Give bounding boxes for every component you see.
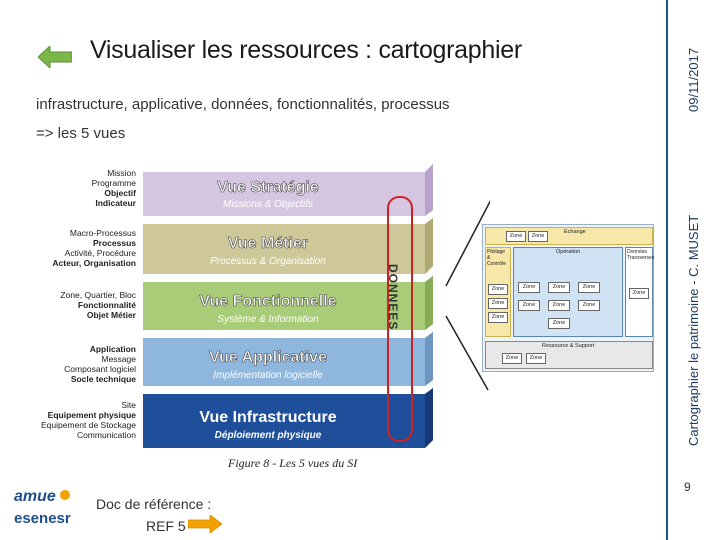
map-pilotage-column: Pilotage & Contrôle Zone Zone Zone — [485, 247, 511, 337]
label: Activité, Procédure — [64, 248, 136, 258]
label: Socle technique — [70, 374, 136, 384]
map-zone: Zone — [502, 353, 522, 364]
arrow-right-icon[interactable] — [188, 515, 222, 533]
views-stack — [143, 164, 433, 448]
map-label: Echange — [564, 229, 586, 235]
label: Communication — [76, 430, 136, 440]
slide-title: Visualiser les ressources : cartographie… — [90, 36, 522, 64]
map-echange-band: Echange Zone Zone — [485, 227, 653, 245]
layer-title: Vue Métier — [227, 235, 309, 253]
label: Mission — [107, 168, 136, 178]
label: Objectif — [104, 188, 136, 198]
labels-fonctionnelle: Zone, Quartier, Bloc Fonctionnalité Obje… — [6, 290, 136, 320]
amue-logo: amue — [14, 488, 56, 505]
map-label: Données Transverses — [627, 249, 655, 261]
map-label: Ressource & Support — [542, 343, 595, 349]
map-zone: Zone — [488, 284, 508, 295]
map-zone: Zone — [548, 318, 570, 329]
label: Macro-Processus — [69, 228, 136, 238]
label: Fonctionnalité — [77, 300, 136, 310]
label: Site — [121, 400, 136, 410]
labels-applicative: Application Message Composant logiciel S… — [6, 344, 136, 384]
map-zone: Zone — [518, 300, 540, 311]
data-column-outline — [387, 196, 413, 442]
layer-fonctionnelle — [143, 276, 433, 330]
sidebar-divider — [666, 0, 668, 540]
layer-strategie-text: Vue Stratégie Missions & Objectifs — [143, 172, 433, 222]
map-zone: Zone — [578, 282, 600, 293]
side-date: 09/11/2017 — [686, 47, 701, 112]
label: Equipement physique — [47, 410, 136, 420]
label: Processus — [93, 238, 136, 248]
layer-infrastructure — [143, 388, 433, 448]
layer-infrastructure-text: Vue Infrastructure Déploiement physique — [143, 402, 433, 452]
map-zone: Zone — [528, 231, 548, 242]
map-zone: Zone — [548, 300, 570, 311]
map-donnees-column: Données Transverses Zone — [625, 247, 655, 337]
connector-lines — [445, 200, 490, 391]
reference-doc-value: REF 5 — [146, 518, 186, 534]
cartography-map-diagram: Echange Zone Zone Pilotage & Contrôle Zo… — [482, 224, 654, 372]
label: Acteur, Organisation — [52, 258, 136, 268]
label: Indicateur — [95, 198, 136, 208]
reference-doc-label: Doc de référence : — [96, 496, 212, 512]
labels-infrastructure: Site Equipement physique Equipement de S… — [6, 400, 136, 440]
layer-title: Vue Fonctionnelle — [199, 293, 337, 311]
map-label: Pilotage & Contrôle — [487, 249, 506, 267]
map-zone: Zone — [578, 300, 600, 311]
map-zone: Zone — [548, 282, 570, 293]
map-ressource-band: Ressource & Support Zone Zone — [485, 341, 653, 369]
label: Composant logiciel — [64, 364, 136, 374]
map-zone: Zone — [629, 288, 649, 299]
layer-fonctionnelle-text: Vue Fonctionnelle Système & Information — [143, 286, 433, 336]
label: Programme — [91, 178, 136, 188]
layer-title: Vue Stratégie — [217, 179, 319, 197]
layer-subtitle: Missions & Objectifs — [222, 199, 314, 210]
labels-strategie: Mission Programme Objectif Indicateur — [6, 168, 136, 208]
labels-metier: Macro-Processus Processus Activité, Proc… — [6, 228, 136, 268]
esenesr-logo: esenesr — [14, 510, 71, 527]
map-zone: Zone — [506, 231, 526, 242]
map-zone: Zone — [488, 298, 508, 309]
label: Zone, Quartier, Bloc — [60, 290, 136, 300]
map-label: Opération — [556, 249, 581, 255]
layer-metier — [143, 218, 433, 274]
layer-title: Vue Applicative — [209, 349, 328, 367]
layer-subtitle: Déploiement physique — [214, 430, 322, 441]
layer-strategie — [143, 164, 433, 216]
amue-logo-dot — [60, 490, 70, 500]
subtitle-line-1: infrastructure, applicative, données, fo… — [36, 96, 450, 113]
map-operation-area: Opération Zone Zone Zone Zone Zone Zone … — [513, 247, 623, 337]
map-zone: Zone — [518, 282, 540, 293]
layer-metier-text: Vue Métier Processus & Organisation — [143, 228, 433, 278]
layer-applicative-text: Vue Applicative Implémentation logiciell… — [143, 342, 433, 392]
map-zone: Zone — [526, 353, 546, 364]
layer-subtitle: Système & Information — [217, 314, 319, 325]
layer-applicative — [143, 332, 433, 386]
label: Application — [89, 344, 136, 354]
layer-title: Vue Infrastructure — [199, 409, 337, 426]
subtitle-line-2: => les 5 vues — [36, 125, 126, 142]
figure-caption: Figure 8 - Les 5 vues du SI — [228, 456, 358, 470]
label: Equipement de Stockage — [41, 420, 136, 430]
back-arrow-icon[interactable] — [38, 46, 72, 68]
page-number: 9 — [684, 480, 691, 494]
label: Message — [101, 354, 137, 364]
side-author: Cartographier le patrimoine - C. MUSET — [686, 214, 701, 446]
layer-labels: Mission Programme Objectif Indicateur Ma… — [0, 166, 136, 446]
layer-subtitle: Implémentation logicielle — [213, 370, 323, 381]
layer-subtitle: Processus & Organisation — [210, 256, 326, 267]
label: Objet Métier — [86, 310, 136, 320]
data-column-label: DONNEES — [386, 264, 400, 331]
map-zone: Zone — [488, 312, 508, 323]
